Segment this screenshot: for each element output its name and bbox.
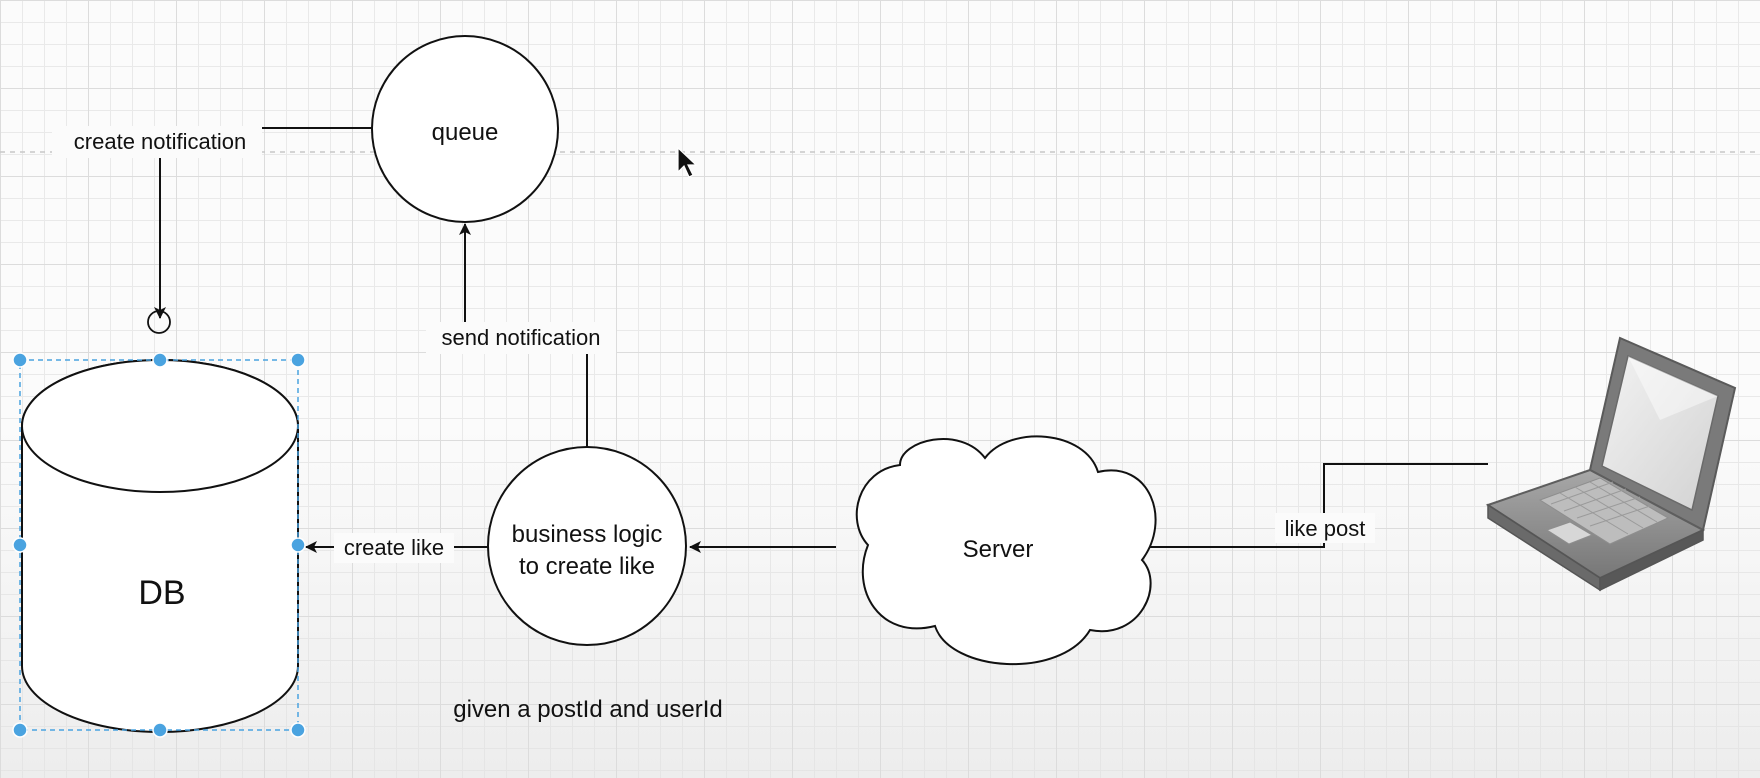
resize-handle[interactable] [290,537,306,553]
edge-create-notification[interactable]: create notification [52,126,372,334]
laptop-icon[interactable] [1485,336,1737,592]
resize-handle[interactable] [12,537,28,553]
edge-like-post[interactable]: like post [1121,463,1488,553]
node-server[interactable]: Server [855,435,1157,666]
node-label-server: Server [963,536,1034,563]
resize-handle[interactable] [152,352,168,368]
node-label-queue: queue [432,119,499,146]
connection-point-icon[interactable] [147,310,171,334]
annotation-text: given a postId and userId [453,696,723,723]
cursor-icon [677,146,698,178]
resize-handle[interactable] [12,722,28,738]
edge-label-create-notification: create notification [74,129,246,154]
edge-label-like-post: like post [1285,516,1366,541]
node-business-logic[interactable]: business logic to create like [487,446,687,646]
edge-label-send-notification: send notification [442,325,601,350]
resize-handle[interactable] [152,722,168,738]
edge-create-like[interactable]: create like [305,533,490,563]
node-label-db: DB [138,574,185,612]
selection-box[interactable] [12,352,306,738]
node-queue[interactable]: queue [371,35,559,223]
edge-send-notification[interactable]: send notification [426,223,616,448]
node-db[interactable]: DB [21,359,299,733]
node-label-business-logic-line2: to create like [519,553,655,580]
resize-handle[interactable] [12,352,28,368]
node-label-business-logic-line1: business logic [512,521,663,548]
resize-handle[interactable] [290,352,306,368]
edge-label-create-like: create like [344,535,444,560]
resize-handle[interactable] [290,722,306,738]
